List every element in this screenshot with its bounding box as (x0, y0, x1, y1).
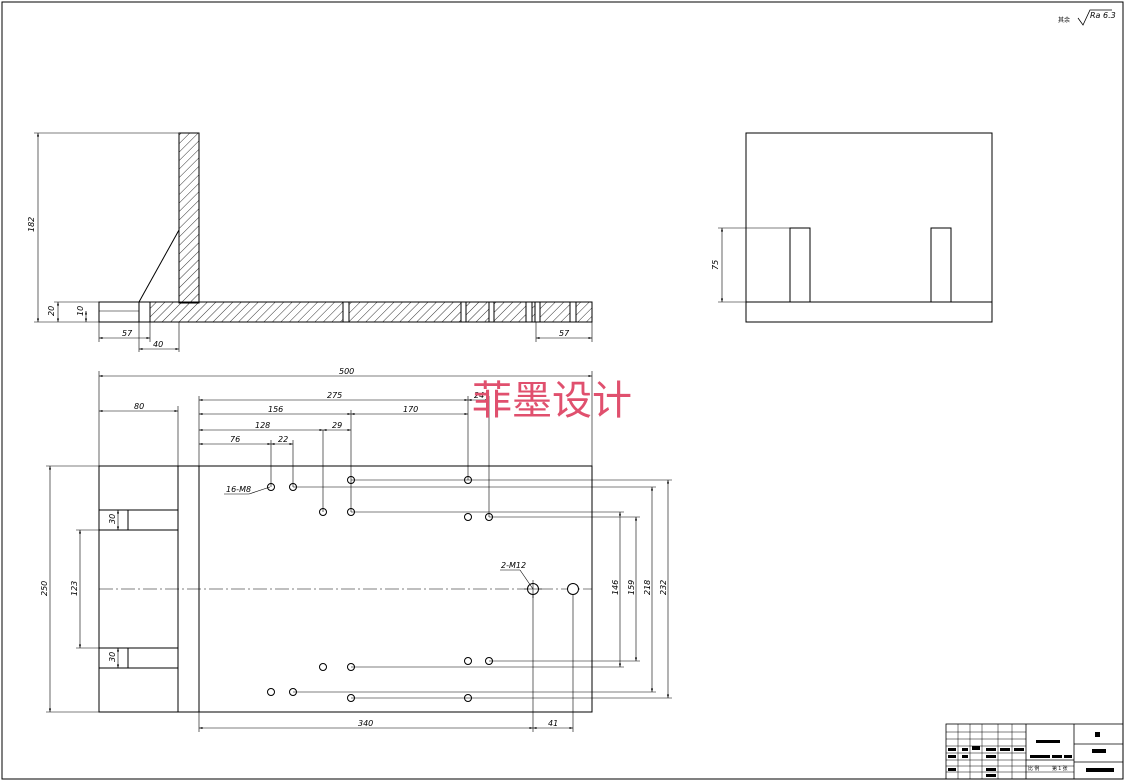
roughness-value: Ra 6.3 (1090, 11, 1116, 20)
dim-500: 500 (339, 367, 354, 376)
hole-gap (525, 301, 533, 323)
dim-128: 128 (255, 421, 270, 430)
title-block-fills (948, 732, 1114, 777)
dim-30-top: 30 (108, 514, 117, 524)
dim-16-m8: 16-M8 (226, 485, 251, 494)
sheet-label: 第 1 张 (1052, 765, 1068, 772)
dim-10: 10 (76, 306, 85, 316)
dim-76: 76 (230, 435, 240, 444)
side-view (745, 132, 993, 323)
dim-22: 22 (278, 435, 288, 444)
dim-159: 159 (627, 580, 636, 595)
dim-250: 250 (40, 581, 49, 596)
roughness-label: 其余 (1058, 16, 1070, 24)
hole-m8 (464, 657, 472, 665)
front-section-view (98, 132, 593, 323)
title-block-text: 比 例 第 1 张 (1028, 765, 1068, 772)
dim-156: 156 (268, 405, 283, 414)
top-dim-labels: 500 80 275 156 24 170 128 29 76 22 16-M8… (40, 367, 668, 728)
dim-182: 182 (27, 217, 36, 232)
hole-gap (534, 301, 541, 323)
dim-40: 40 (153, 340, 163, 349)
dim-24: 24 (474, 391, 484, 400)
dim-57-right: 57 (559, 329, 570, 338)
dim-146: 146 (611, 580, 620, 595)
hole-gap (342, 301, 350, 323)
scale-label: 比 例 (1028, 765, 1039, 772)
dim-340: 340 (358, 719, 373, 728)
dim-232: 232 (659, 580, 668, 595)
dim-75: 75 (711, 260, 720, 270)
dim-170: 170 (403, 405, 418, 414)
dim-218: 218 (643, 580, 652, 595)
dim-20: 20 (47, 306, 56, 316)
dim-2-m12: 2-M12 (501, 561, 526, 570)
roughness-symbol: 其余 Ra 6.3 (1058, 9, 1116, 26)
dim-275: 275 (327, 391, 342, 400)
front-dims (34, 132, 593, 352)
dim-29: 29 (332, 421, 342, 430)
hole-m8 (464, 513, 472, 521)
roughness-check-icon (1077, 9, 1112, 26)
top-view (98, 465, 593, 713)
vertical-plate-section (178, 132, 200, 304)
title-block (945, 723, 1124, 780)
watermark: 菲墨设计 (472, 378, 632, 424)
dim-41: 41 (548, 719, 558, 728)
hole-gap (488, 301, 495, 323)
front-dim-labels: 182 20 10 57 40 57 (27, 217, 570, 349)
base-left-end (98, 301, 151, 323)
top-hole-ext-lines (46, 371, 672, 732)
dim-123: 123 (70, 581, 79, 596)
dim-57-left: 57 (122, 329, 133, 338)
hole-m12 (567, 583, 579, 595)
hole-m8 (319, 663, 327, 671)
dim-80: 80 (134, 402, 144, 411)
side-dims (718, 227, 790, 303)
hole-gap (569, 301, 577, 323)
hole-gap (460, 301, 467, 323)
hole-m8 (267, 688, 275, 696)
dim-30-bottom: 30 (108, 652, 117, 662)
